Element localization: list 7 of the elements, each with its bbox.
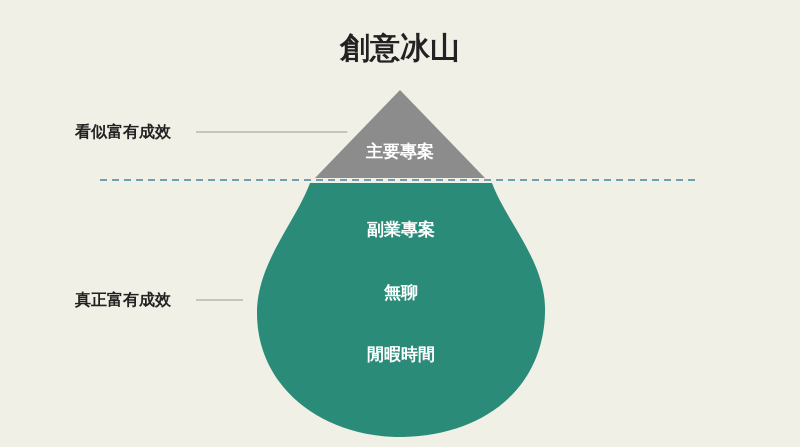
iceberg-label: 閒暇時間 [366,344,436,367]
iceberg-label: 副業專案 [366,219,436,242]
iceberg-label: 無聊 [382,282,419,305]
iceberg-label: 主要專案 [365,141,435,164]
side-label: 看似富有成效 [75,121,171,143]
title: 創意冰山 [338,30,461,68]
side-label: 真正富有成效 [75,289,171,311]
